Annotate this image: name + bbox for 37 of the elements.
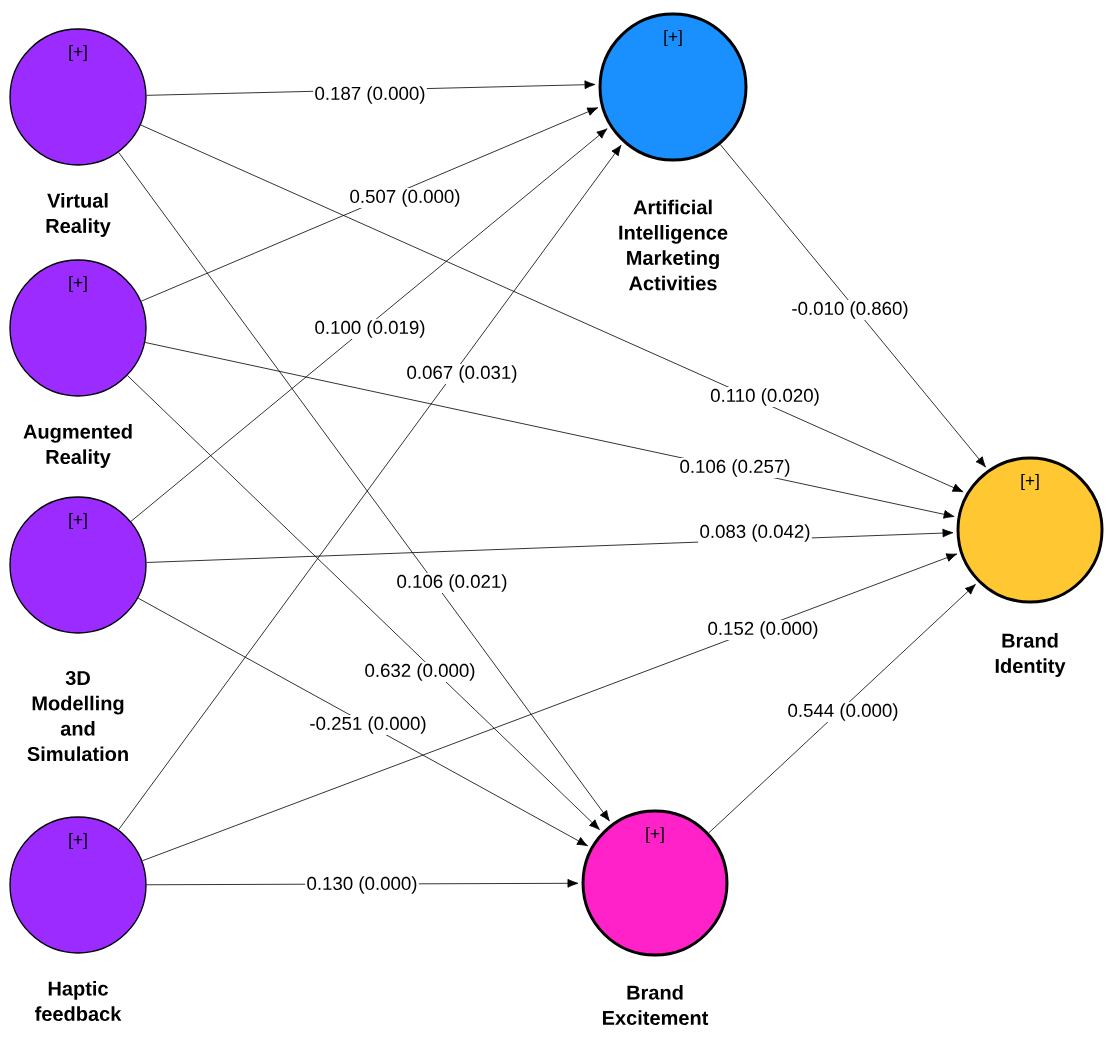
edge-label: -0.010 (0.860) (790, 299, 910, 321)
indicator-mark: [+] (69, 44, 87, 62)
construct-title: Haptic feedback (35, 981, 122, 1021)
arrow (140, 107, 599, 302)
construct-title: Artificial Intelligence Marketing Activities (619, 199, 728, 291)
construct-title: Virtual Reality (46, 193, 111, 237)
edge-label: 0.632 (0.000) (363, 662, 477, 683)
arrow (141, 553, 958, 862)
indicator-mark: [+] (646, 826, 664, 844)
arrow (708, 584, 976, 834)
arrow (140, 124, 964, 493)
edge-label: -0.251 (0.000) (308, 715, 428, 736)
indicator-mark: [+] (69, 275, 87, 293)
edge-label: 0.544 (0.000) (786, 702, 900, 723)
arrow (130, 128, 608, 522)
edge-label: 0.083 (0.042) (698, 523, 812, 544)
edge-label: 0.187 (0.000) (313, 84, 427, 106)
construct-title: 3D Modelling and Simulation (27, 670, 128, 762)
arrow (137, 597, 588, 847)
indicator-mark: [+] (664, 29, 682, 47)
construct-title: Brand Excitement (603, 985, 709, 1025)
indicator-mark: [+] (69, 512, 87, 530)
construct-title: Brand Identity (995, 633, 1066, 677)
edge-label: 0.067 (0.031) (405, 364, 519, 385)
arrow (719, 144, 986, 468)
edge-label: 0.152 (0.000) (706, 620, 820, 641)
edge-label: 0.100 (0.019) (313, 319, 427, 340)
edge-label: 0.130 (0.000) (305, 875, 419, 896)
indicator-mark: [+] (1021, 473, 1039, 491)
edge-label: 0.507 (0.000) (348, 187, 462, 209)
indicator-mark: [+] (69, 832, 87, 850)
edge-label: 0.110 (0.020) (708, 387, 822, 408)
arrow (127, 375, 600, 830)
construct-title: Augmented Reality (23, 424, 132, 468)
edge-label: 0.106 (0.257) (678, 458, 792, 479)
edge-label: 0.106 (0.021) (395, 573, 509, 594)
arrow (144, 342, 955, 519)
